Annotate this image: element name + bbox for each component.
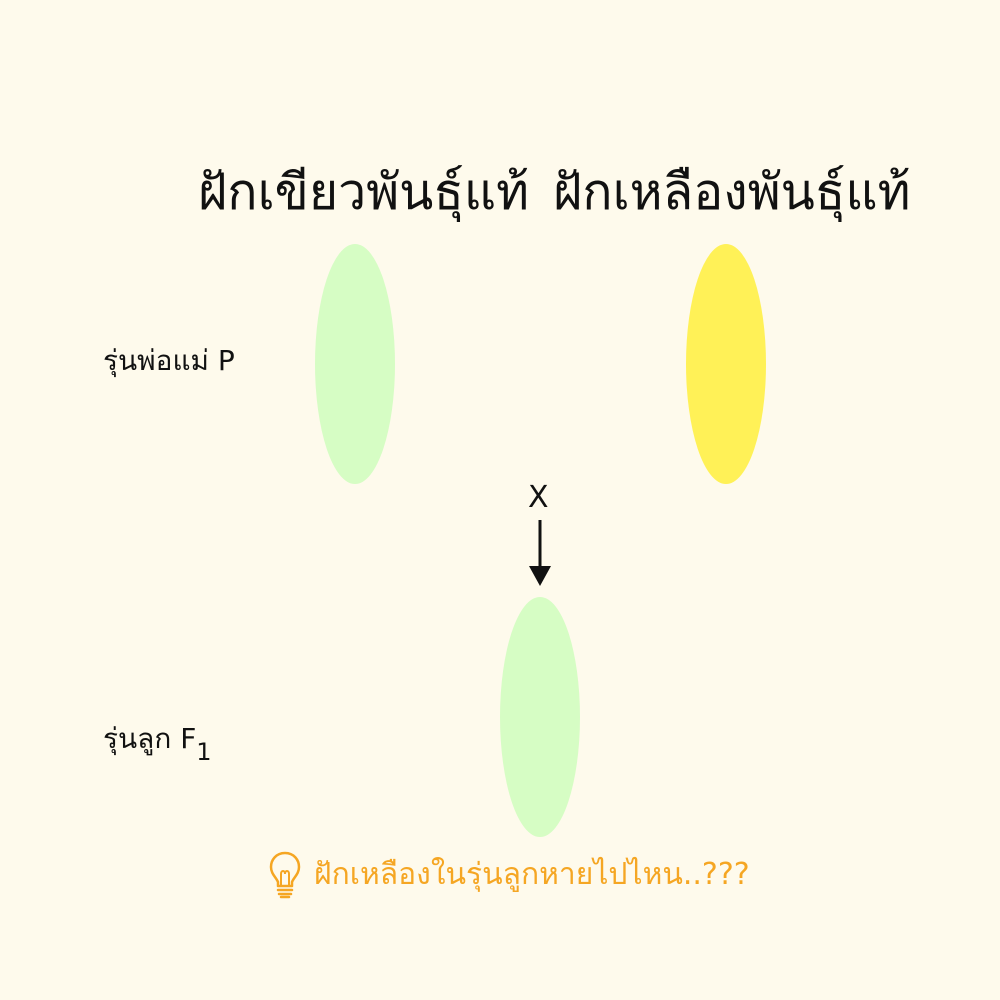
yellow-pod-title: ฝักเหลืองพันธุ์แท้ bbox=[553, 163, 911, 221]
green-pod-parent bbox=[315, 244, 395, 484]
parent-generation-label: รุ่นพ่อแม่ P bbox=[103, 344, 235, 378]
offspring-generation-text: รุ่นลูก F bbox=[103, 722, 197, 755]
offspring-generation-label: รุ่นลูก F1 bbox=[103, 722, 212, 766]
hint-question-text: ฝักเหลืองในรุ่นลูกหายไปไหน..??? bbox=[314, 857, 750, 892]
lightbulb-icon bbox=[269, 851, 301, 899]
parent-generation-text: รุ่นพ่อแม่ P bbox=[103, 344, 235, 377]
hint-question: ฝักเหลืองในรุ่นลูกหายไปไหน..??? bbox=[268, 850, 750, 900]
arrow-down-icon bbox=[529, 520, 551, 586]
offspring-generation-subscript: 1 bbox=[196, 738, 212, 766]
yellow-pod-parent bbox=[686, 244, 766, 484]
green-pod-offspring bbox=[500, 597, 580, 837]
cross-symbol: X bbox=[528, 480, 549, 515]
green-pod-title: ฝักเขียวพันธุ์แท้ bbox=[198, 163, 530, 221]
